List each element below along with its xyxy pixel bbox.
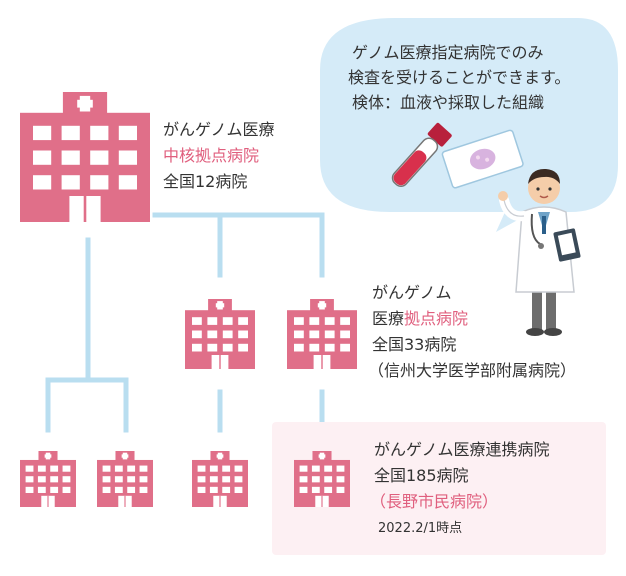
affiliate-date-note: 2022.2/1時点 [378,521,463,536]
core-to-base-line [152,212,325,278]
core-label-line-2: 中核拠点病院 [163,146,260,165]
connector-lines [45,212,325,433]
base-label-line-2b: 拠点病院 [404,309,469,328]
tissue-slide-icon [441,129,524,189]
core-label-line-1: がんゲノム医療 [163,120,275,139]
base-label-line-3: 全国33病院 [372,335,457,354]
doctor-figure [498,168,581,336]
bubble-text-line-1: ゲノム医療指定病院でのみ [352,43,544,62]
core-branch-line [45,377,129,433]
affiliate-label-line-2: 全国185病院 [374,466,469,485]
base-label-line-2a: 医療 [372,309,405,328]
core-label-line-3: 全国12病院 [163,172,248,191]
affiliate-label-line-3: （長野市民病院） [370,492,499,511]
base-label-line-2: 医療拠点病院 [372,306,468,331]
base-label-line-4: （信州大学医学部附属病院） [368,361,577,380]
blood-sample-tube-icon [391,122,452,187]
base-label-line-1: がんゲノム [372,283,452,302]
affiliate-hospital-icon [294,451,350,507]
bubble-text-line-3: 検体：血液や採取した組織 [352,93,545,112]
doctor-illustration [498,168,581,336]
affiliate-label-line-1: がんゲノム医療連携病院 [374,440,550,459]
bubble-text-line-2: 検査を受けることができます。 [348,68,571,87]
